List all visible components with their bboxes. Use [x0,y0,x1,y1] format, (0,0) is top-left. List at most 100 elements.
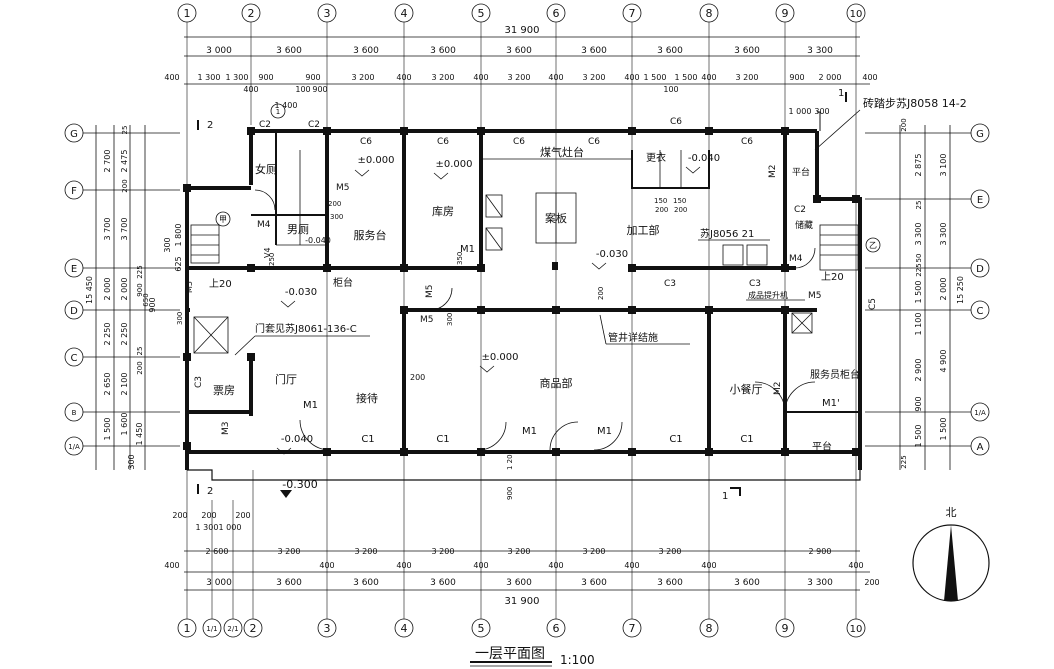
dim-bottom-bay: 3 600 [581,578,607,588]
svg-text:8: 8 [706,7,713,20]
svg-text:300: 300 [176,312,184,325]
window-label: C6 [588,137,600,147]
svg-text:4: 4 [401,622,408,635]
dim-top-bay: 3 000 [206,46,232,56]
dim-right-inner: 225 [900,455,908,468]
dim-left-inner: 650 [142,293,150,306]
dim-left-inner: 200 [121,179,129,192]
section-mark: 1 [838,88,844,99]
dim-bottom-total: 31 900 [505,596,540,607]
axis-bubble-right-C: C [970,300,990,320]
axis-bubble-bottom-1-1: 1/1 [202,618,222,638]
room-label-platform-bottom: 平台 [812,440,832,453]
dim-right-inner: 3 300 [914,223,923,246]
door-label: M1 [303,400,318,411]
room-label-changing: 更衣 [646,151,666,164]
dim-left-inner: 900 [136,283,144,296]
dim-top-bay: 3 600 [657,46,683,56]
dim-top-bay: 3 300 [807,46,833,56]
elevation-label: ±0.000 [357,155,394,166]
stair-tag-b [865,237,881,253]
window-label: C6 [360,137,372,147]
svg-text:1: 1 [276,108,280,116]
svg-text:150: 150 [654,197,667,205]
window-label: C2 [794,205,806,215]
dim-top-bay: 3 600 [581,46,607,56]
dim-top-extra: 900 [312,85,327,94]
axis-bubble-left-C: C [64,347,84,367]
axis-bubble-bottom-5: 5 [471,618,491,638]
dim-left-inner: 2 100 [120,373,129,396]
dim-bottom-bay: 3 600 [734,578,760,588]
dim-bottom-detail: 400 [164,561,179,570]
svg-text:5: 5 [478,7,485,20]
dim-right-inner: 1 500 [914,425,923,448]
svg-text:4: 4 [401,7,408,20]
dim-bottom-bay: 3 600 [430,578,456,588]
dim-right-outer: 3 100 [939,154,948,177]
axis-bubble-bottom-7: 7 [622,618,642,638]
drawing-title: 一层平面图 1:100 [470,646,595,667]
room-label-chopping-board: 案板 [545,211,567,225]
axis-bubble-bottom-9: 9 [775,618,795,638]
dim-left-inner: 225 [136,265,144,278]
north-label: 北 [946,506,957,519]
window-label: C2 [259,120,271,130]
svg-text:A: A [977,442,984,453]
dim-top-detail: 3 200 [508,73,531,82]
dim-bottom-extra: 1 000 [219,523,242,532]
axis-bubble-bottom-10: 10 [846,618,866,638]
svg-text:乙: 乙 [869,241,877,250]
axis-bubble-top-7: 7 [622,3,642,23]
svg-text:200: 200 [328,200,341,208]
detail-tag [270,103,286,119]
svg-text:300: 300 [330,213,343,221]
dim-left-inner: 1 450 [135,423,144,446]
dim-top-detail: 3 200 [583,73,606,82]
dim-left-inner: 900 [148,297,157,312]
dim-bottom-extra: 1 300 [196,523,219,532]
room-label-waiter-counter: 服务员柜台 [810,368,860,381]
svg-text:G: G [976,129,984,140]
svg-text:1/A: 1/A [974,409,986,417]
room-label-counter: 柜台 [333,276,353,289]
axis-bubble-bottom-4: 4 [394,618,414,638]
axis-bubble-top-9: 9 [775,3,795,23]
svg-text:1: 1 [184,7,191,20]
axis-bubble-top-10: 10 [846,3,866,23]
axis-bubble-right-1A: 1/A [970,402,990,422]
dim-right-inner: 225 [915,263,923,276]
dim-left-outer: 2 250 [103,323,112,346]
section-marks: 1 1 2 2 [197,88,847,502]
svg-text:B: B [72,409,77,417]
dim-right-inner: 25 [915,201,923,210]
dim-top-detail: 1 500 [644,73,667,82]
axis-bubble-top-8: 8 [699,3,719,23]
window-label: C2 [308,120,320,130]
elevation-label: -0.040 [688,153,720,164]
north-arrow: 北 [912,506,990,602]
bottom-dimensions: 31 900 3 000 3 600 3 600 3 600 3 600 3 6… [164,511,879,607]
note-up-20-right: 上20 [821,271,844,283]
svg-text:G: G [70,129,78,140]
elevation-label: -0.300 [282,478,317,491]
dim-bottom-bay: 200 [864,578,879,587]
svg-text:2: 2 [250,622,257,635]
room-label-platform-top: 平台 [792,166,810,178]
dim-bottom-detail: 2 900 [809,547,832,556]
axis-bubbles-bottom: 1 1/1 2/1 2 3 4 5 6 7 8 9 10 [177,618,866,638]
room-label-reception: 接待 [356,391,378,405]
top-dimensions: 31 900 3 000 3 600 3 600 3 600 3 600 3 6… [164,25,877,116]
elevation-label: ±0.000 [481,352,518,363]
dim-left-outer: 300 [127,454,136,469]
axis-bubble-left-D: D [64,300,84,320]
dim-left-inner: 2 000 [120,278,129,301]
dim-top-bay: 3 600 [506,46,532,56]
dim-right-inner: 1 100 [914,313,923,336]
axis-bubble-top-4: 4 [394,3,414,23]
dim-bottom-bay: 3 600 [276,578,302,588]
axis-bubble-right-D: D [970,258,990,278]
dim-left-inner: 3 700 [120,218,129,241]
door-labels: M1 M1 M1 M1 M1' M2 M2 M3 M4 M4 M5 M5 M5 … [185,165,840,438]
dim-bottom-extra: 200 [235,511,250,520]
